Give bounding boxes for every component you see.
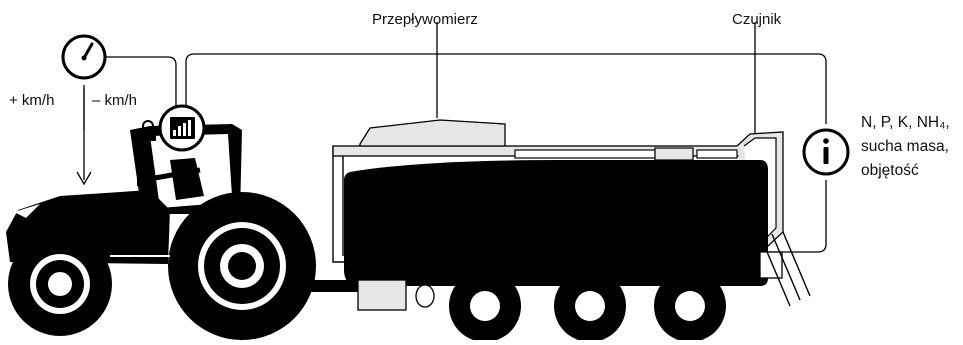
speedometer-icon: [61, 34, 107, 80]
lock-icon: [140, 120, 156, 141]
flowmeter-label: Przepływomierz: [372, 11, 478, 28]
top-data-bus-line: [185, 53, 827, 124]
nutrient-line-2: sucha masa,: [861, 138, 949, 155]
tank-body: [344, 160, 768, 286]
flowmeter-housing: [359, 119, 506, 147]
nutrient-line-3: objętość: [861, 162, 919, 179]
speed-arrow-head: [76, 171, 92, 186]
sensor-return-line: [760, 180, 827, 253]
signal-lines: [76, 22, 827, 253]
speed-to-terminal-line: [104, 56, 177, 106]
tanker: [300, 119, 811, 342]
sensor-label: Czujnik: [732, 11, 782, 28]
speed-increase-label: + km/h: [9, 92, 55, 109]
speed-decrease-label: – km/h: [92, 92, 138, 109]
bar-chart-icon: [158, 104, 206, 152]
nutrient-line-1: N, P, K, NH₄,: [861, 114, 950, 131]
spreader-legs: [761, 231, 811, 307]
pump-box: [357, 279, 407, 311]
info-icon: [802, 128, 850, 176]
tractor: [6, 124, 316, 340]
nutrient-readout: N, P, K, NH₄, sucha masa, objętość: [861, 111, 950, 183]
